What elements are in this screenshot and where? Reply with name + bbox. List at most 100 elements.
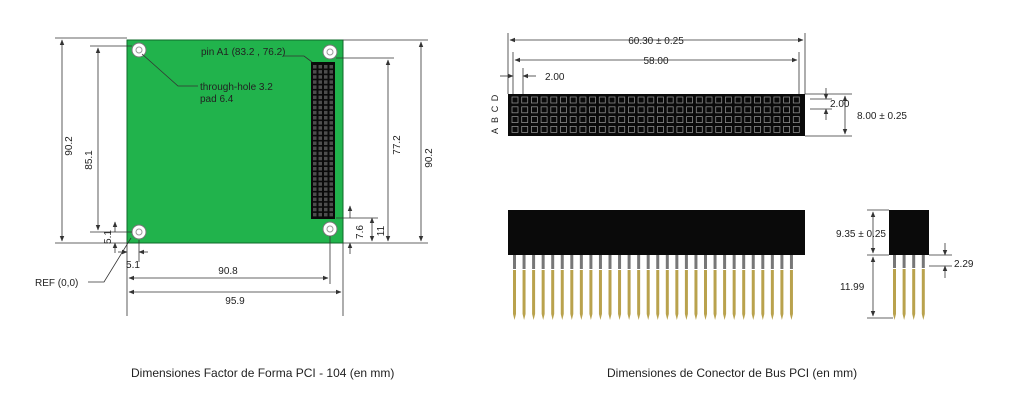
front-pin	[723, 270, 727, 314]
front-pin-stub	[675, 255, 679, 269]
front-pin-stub	[656, 255, 660, 269]
header-pin	[313, 116, 317, 120]
side-pin-tip	[902, 314, 906, 320]
pin-cell	[773, 96, 781, 104]
pin-cell	[569, 116, 577, 123]
header-pin	[329, 151, 333, 156]
header-pin	[324, 136, 328, 140]
pin-cell	[734, 106, 742, 114]
header-pin	[313, 95, 317, 100]
pin-cell	[511, 106, 519, 114]
header-pin	[318, 146, 322, 151]
front-pin	[646, 270, 650, 314]
pin-cell	[754, 96, 761, 104]
header-pin	[324, 90, 328, 94]
pin-cell	[598, 116, 606, 123]
pin-cell	[666, 126, 674, 133]
front-pin-tip	[570, 314, 574, 320]
front-pin-tip	[751, 314, 755, 320]
side-pin-stub	[912, 255, 916, 268]
pin-cell	[540, 116, 548, 123]
pin-cell	[628, 116, 635, 123]
front-pin-stub	[598, 255, 602, 269]
front-pin-tip	[770, 314, 774, 320]
pin-cell	[657, 126, 664, 133]
front-pin-tip	[665, 314, 669, 320]
connector-side-view: 9.35 ± 0.25 2.29 11.99	[836, 209, 974, 320]
pin-cell	[744, 106, 752, 114]
front-pin-stub	[789, 255, 793, 269]
header-pin	[313, 121, 317, 125]
header-pin	[324, 85, 328, 89]
front-pin-stub	[780, 255, 784, 269]
connector-side-pins	[893, 255, 925, 320]
pin-cell	[715, 126, 723, 133]
header-pin	[318, 95, 322, 100]
pin-cell	[773, 126, 781, 133]
header-pin	[324, 70, 328, 74]
pcb-board	[126, 39, 344, 244]
header-pin	[324, 65, 328, 69]
header-pin	[313, 151, 317, 156]
pin-cell	[783, 116, 790, 123]
front-pin	[627, 270, 631, 314]
front-pin-tip	[560, 314, 564, 320]
header-pin	[329, 126, 333, 130]
front-pin	[637, 270, 641, 314]
front-pin-tip	[732, 314, 736, 320]
pin-cell	[763, 96, 771, 104]
header-pin	[324, 105, 328, 110]
dim-board-height-left: 90.2	[64, 136, 75, 156]
header-pin	[318, 121, 322, 125]
pin-cell	[521, 116, 529, 123]
front-pin	[513, 270, 516, 314]
header-pin	[318, 100, 322, 105]
caption-form-factor: Dimensiones Factor de Forma PCI - 104 (e…	[131, 366, 395, 380]
pin-cell	[773, 116, 781, 123]
pin-cell	[637, 106, 645, 114]
pin-cell	[783, 96, 790, 104]
pin-cell	[569, 126, 577, 133]
pin-cell	[754, 116, 761, 123]
pin-cell	[589, 126, 596, 133]
header-pin	[324, 161, 328, 166]
pin-cell	[608, 106, 616, 114]
header-pin	[313, 75, 317, 79]
side-pin	[902, 269, 906, 314]
pin-cell	[657, 116, 664, 123]
front-pin-stub	[637, 255, 641, 269]
pin-cell	[725, 96, 732, 104]
connector-front-view	[508, 210, 805, 320]
pin-cell	[579, 116, 587, 123]
pin-cell	[569, 96, 577, 104]
header-pin	[324, 80, 328, 84]
header-pin	[329, 197, 333, 202]
pin-cell	[550, 106, 558, 114]
connector-top-pins	[511, 96, 800, 133]
front-pin-tip	[618, 314, 622, 320]
pin-cell	[657, 106, 664, 114]
header-pin	[329, 121, 333, 125]
pin-cell	[715, 96, 723, 104]
pin-cell	[637, 116, 645, 123]
header-pin	[313, 65, 317, 69]
front-pin	[656, 270, 660, 314]
side-pin-tip	[921, 314, 925, 320]
pin-cell	[695, 126, 703, 133]
header-pin	[313, 70, 317, 74]
header-pin	[329, 110, 333, 115]
front-pin-stub	[713, 255, 717, 269]
header-pin	[318, 197, 322, 202]
pin-cell	[773, 106, 781, 114]
header-pin	[318, 75, 322, 79]
front-pin	[598, 270, 602, 314]
header-pin	[329, 85, 333, 89]
pin-cell	[666, 96, 674, 104]
dim-connector-height: 9.35 ± 0.25	[836, 229, 886, 240]
pin-cell	[763, 116, 771, 123]
header-pin	[318, 141, 322, 145]
mounting-hole-top-right	[322, 44, 338, 60]
front-pin	[684, 270, 688, 314]
header-pin	[318, 151, 322, 156]
